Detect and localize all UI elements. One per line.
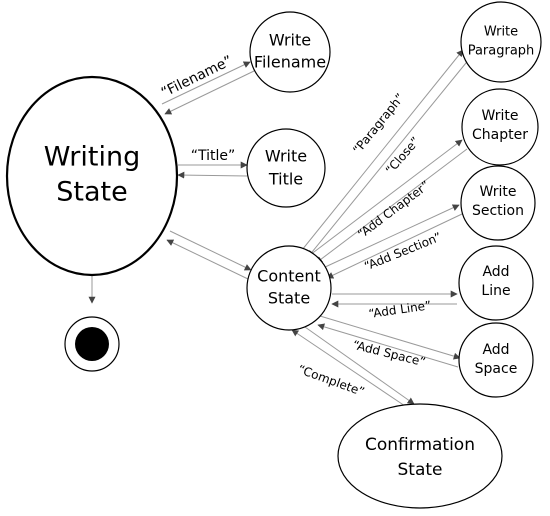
edges (88, 49, 471, 409)
edge-to-write-chapter (309, 139, 463, 256)
edge-label-add-line: “Add Line” (368, 298, 432, 321)
node-content-state-label-line2: State (268, 289, 310, 308)
edge-from-write-section (326, 213, 463, 279)
edge-label-filename: “Filename” (159, 53, 235, 101)
edge-from-confirmation-state (291, 329, 409, 409)
node-add-space-label-line1: Add (482, 342, 509, 358)
edge-label-add-section: “Add Section” (362, 230, 443, 274)
edge-from-add-space (317, 323, 459, 368)
node-write-chapter: Write Chapter (461, 88, 539, 166)
edge-from-write-chapter (315, 148, 468, 264)
node-write-paragraph-label-line1: Write (484, 25, 518, 40)
edge-from-write-filename (164, 70, 255, 115)
node-write-chapter-label-line2: Chapter (472, 127, 528, 143)
node-add-line-label-line2: Line (481, 283, 510, 299)
node-add-line-label-line1: Add (482, 264, 509, 280)
edge-to-confirmation-state (304, 326, 415, 405)
edge-to-content-state (169, 230, 252, 271)
edge-label-complete: “Complete” (296, 362, 366, 399)
edge-from-content-state (166, 239, 249, 280)
edge-to-write-section (322, 204, 460, 269)
node-final-state (64, 316, 120, 372)
edge-to-write-paragraph (301, 49, 464, 251)
node-write-section-label-line1: Write (480, 184, 517, 200)
edge-from-write-paragraph (307, 57, 471, 258)
edge-to-add-space (319, 315, 461, 360)
edge-from-write-title (177, 171, 248, 179)
node-write-section-label-line2: Section (472, 203, 524, 219)
node-add-space-label-line2: Space (475, 361, 518, 377)
node-write-paragraph: Write Paragraph (460, 1, 542, 83)
node-write-section: Write Section (460, 165, 536, 241)
node-write-title: Write Title (246, 128, 326, 208)
node-add-line: Add Line (458, 245, 534, 321)
edge-label-add-chapter: “Add Chapter” (355, 178, 432, 241)
node-confirmation-state-label-line2: State (398, 460, 443, 480)
edge-to-write-filename (161, 61, 251, 105)
node-write-title-label-line1: Write (265, 147, 307, 166)
node-content-state-label-line1: Content (257, 267, 321, 286)
node-add-space: Add Space (458, 322, 534, 398)
node-content-state: Content State (246, 245, 332, 331)
edge-label-title: “Title” (191, 148, 236, 164)
edge-label-add-space: “Add Space” (351, 338, 427, 370)
node-writing-state: Writing State (5, 75, 179, 277)
node-confirmation-state: Confirmation State (337, 403, 503, 509)
node-write-paragraph-label-line2: Paragraph (468, 44, 535, 59)
node-confirmation-state-label-line1: Confirmation (365, 435, 475, 455)
node-write-filename: Write Filename (249, 11, 331, 93)
node-writing-state-label-line2: State (56, 177, 127, 208)
node-write-title-label-line2: Title (268, 170, 303, 189)
node-write-filename-label-line2: Filename (254, 53, 326, 72)
edge-labels: “Filename” “Title” “Paragraph” “Close” “… (159, 53, 444, 399)
edge-label-paragraph: “Paragraph” (350, 91, 407, 157)
node-write-chapter-label-line1: Write (482, 108, 519, 124)
node-write-filename-label-line1: Write (269, 31, 311, 50)
node-writing-state-label-line1: Writing (44, 142, 140, 173)
